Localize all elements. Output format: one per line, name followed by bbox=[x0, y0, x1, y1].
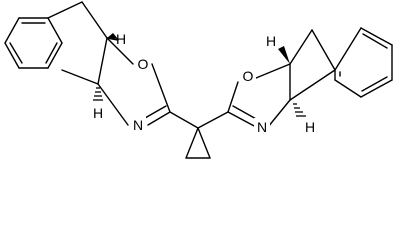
cyclopropane-linker bbox=[169, 111, 229, 159]
right-cyclopentane-ring bbox=[289, 29, 336, 101]
right-benzene-ring bbox=[334, 27, 393, 98]
left-indeno-oxazoline bbox=[4, 1, 171, 126]
left-benzene-ring bbox=[4, 17, 63, 69]
left-bottom-hash-bond bbox=[93, 87, 103, 101]
right-bottom-hydrogen-label: H bbox=[305, 119, 315, 135]
right-top-hydrogen-label: H bbox=[266, 33, 276, 49]
right-indeno-oxazoline bbox=[227, 27, 393, 128]
right-oxygen-label: O bbox=[243, 68, 254, 84]
right-oxazoline-ring bbox=[227, 63, 291, 128]
right-bottom-hash-bond bbox=[293, 103, 306, 117]
left-oxazoline-ring bbox=[97, 37, 171, 126]
left-cyclopentane-ring bbox=[47, 1, 108, 85]
left-top-wedge-bond bbox=[107, 33, 118, 39]
left-bottom-hydrogen-label: H bbox=[93, 105, 103, 121]
left-nitrogen-label: N bbox=[133, 117, 143, 133]
right-nitrogen-label: N bbox=[257, 119, 267, 135]
left-top-hydrogen-label: H bbox=[116, 31, 126, 47]
left-oxygen-label: O bbox=[138, 56, 149, 72]
chemical-structure: O N H H O N H H bbox=[4, 1, 393, 159]
right-top-wedge-bond bbox=[278, 46, 290, 64]
